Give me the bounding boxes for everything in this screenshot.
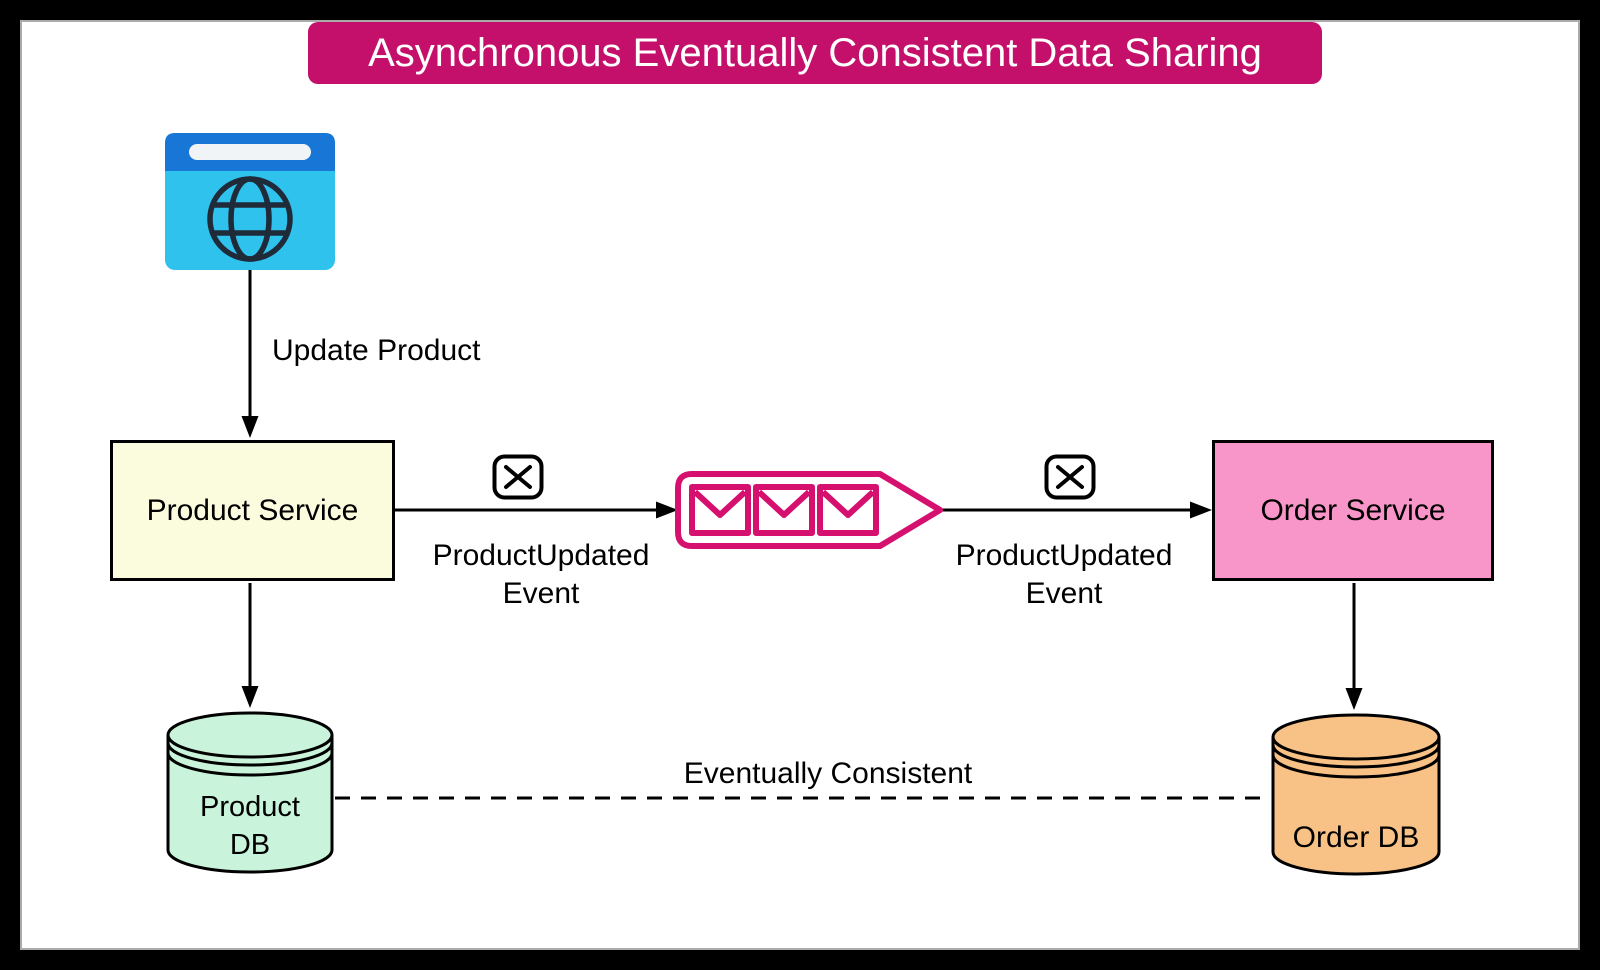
queue-envelope-icon-1 — [689, 484, 751, 536]
order-db-node: Order DB — [1270, 712, 1442, 877]
product-db-label-line2: DB — [229, 829, 271, 861]
order-service-node: Order Service — [1212, 440, 1494, 581]
update-product-label: Update Product — [272, 334, 481, 367]
message-envelope-icon — [1044, 454, 1096, 500]
queue-envelope-flap-1 — [692, 489, 748, 518]
product-service-label: Product Service — [146, 493, 359, 527]
cylinder-body — [1271, 737, 1441, 876]
diagram-canvas: Asynchronous Eventually Consistent Data … — [20, 20, 1580, 950]
queue-envelope-flap-2 — [756, 489, 812, 518]
cylinder-top — [166, 711, 334, 759]
arrowhead-down-3 — [1345, 688, 1363, 710]
message-icon-fold — [1056, 465, 1084, 489]
arrowhead-right-2 — [1190, 501, 1212, 519]
publish-event-label-line2: Event — [502, 577, 580, 610]
order-db-label: Order DB — [1292, 821, 1420, 854]
consume-event-label-line1: ProductUpdated — [955, 539, 1173, 572]
product-db-label: Product DB — [165, 788, 335, 864]
arrowhead-down-2 — [241, 686, 259, 708]
cylinder-disk-lines — [166, 742, 334, 777]
message-envelope-icon — [492, 454, 544, 500]
database-cylinder-icon — [1271, 713, 1441, 876]
queue-envelope-icon-3 — [817, 484, 879, 536]
title-banner: Asynchronous Eventually Consistent Data … — [308, 22, 1322, 84]
queue-envelope-icon-2 — [753, 484, 815, 536]
product-service-node: Product Service — [110, 440, 395, 581]
product-db-node: Product DB — [165, 710, 335, 875]
cylinder-body — [166, 735, 334, 874]
globe-icon — [207, 176, 293, 262]
message-icon-fold — [504, 465, 532, 489]
consume-event-label: ProductUpdated Event — [884, 537, 1244, 613]
web-browser-icon — [165, 133, 335, 270]
consume-event-label-line2: Event — [1025, 577, 1103, 610]
publish-event-label-line1: ProductUpdated — [432, 539, 650, 572]
queue-envelopes — [689, 484, 879, 536]
arrowhead-down-1 — [241, 416, 259, 438]
queue-envelope-flap-3 — [820, 489, 876, 518]
cylinder-top — [1271, 713, 1441, 761]
product-db-label-line1: Product — [200, 791, 300, 823]
eventually-consistent-label: Eventually Consistent — [683, 757, 973, 790]
order-service-label: Order Service — [1260, 493, 1446, 527]
message-queue-icon — [675, 471, 943, 549]
publish-event-label: ProductUpdated Event — [361, 537, 721, 613]
cylinder-disk-lines — [1271, 744, 1441, 779]
database-cylinder-icon — [166, 711, 334, 874]
browser-addressbar — [189, 144, 311, 160]
